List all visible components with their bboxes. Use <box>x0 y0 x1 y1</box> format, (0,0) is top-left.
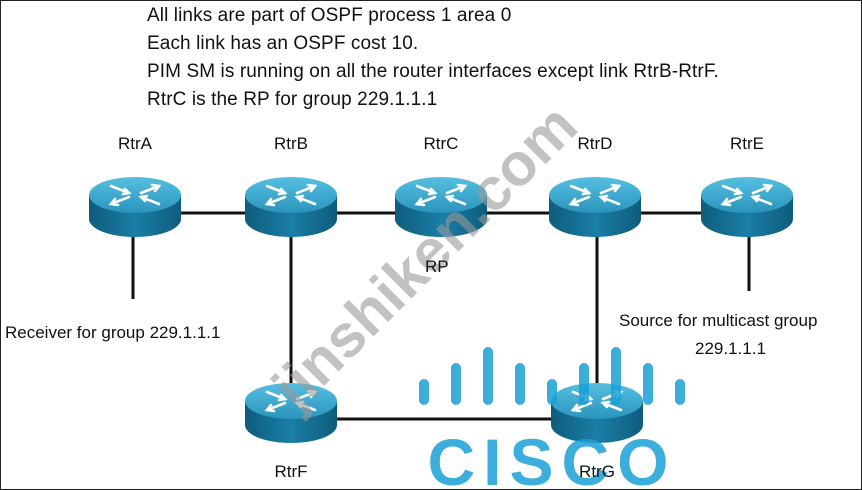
router-label-rtrc: RtrC <box>423 134 459 153</box>
router-icon-rtrb <box>243 175 339 239</box>
router-icon-rtra <box>87 175 183 239</box>
router-label-rtrb: RtrB <box>274 134 308 153</box>
cisco-logo-watermark: CISCO <box>419 347 685 489</box>
router-icon-rtre <box>699 175 795 239</box>
receiver-label: Receiver for group 229.1.1.1 <box>5 323 221 342</box>
cisco-logo-text: CISCO <box>427 425 676 489</box>
router-label-rtrf: RtrF <box>274 462 308 481</box>
router-icon-rtrd <box>547 175 643 239</box>
router-label-rtrd: RtrD <box>577 134 613 153</box>
note-pim-sm: PIM SM is running on all the router inte… <box>147 61 719 82</box>
router-label-rtre: RtrE <box>730 134 764 153</box>
router-label-rtrg: RtrG <box>579 462 615 481</box>
note-ospf-cost: Each link has an OSPF cost 10. <box>147 33 419 54</box>
rp-label: RP <box>425 257 449 276</box>
source-label-line2: 229.1.1.1 <box>695 339 766 358</box>
note-rp: RtrC is the RP for group 229.1.1.1 <box>147 89 438 110</box>
router-label-rtra: RtrA <box>118 134 152 153</box>
source-label-line1: Source for multicast group <box>619 311 818 330</box>
note-ospf-area: All links are part of OSPF process 1 are… <box>147 5 512 26</box>
